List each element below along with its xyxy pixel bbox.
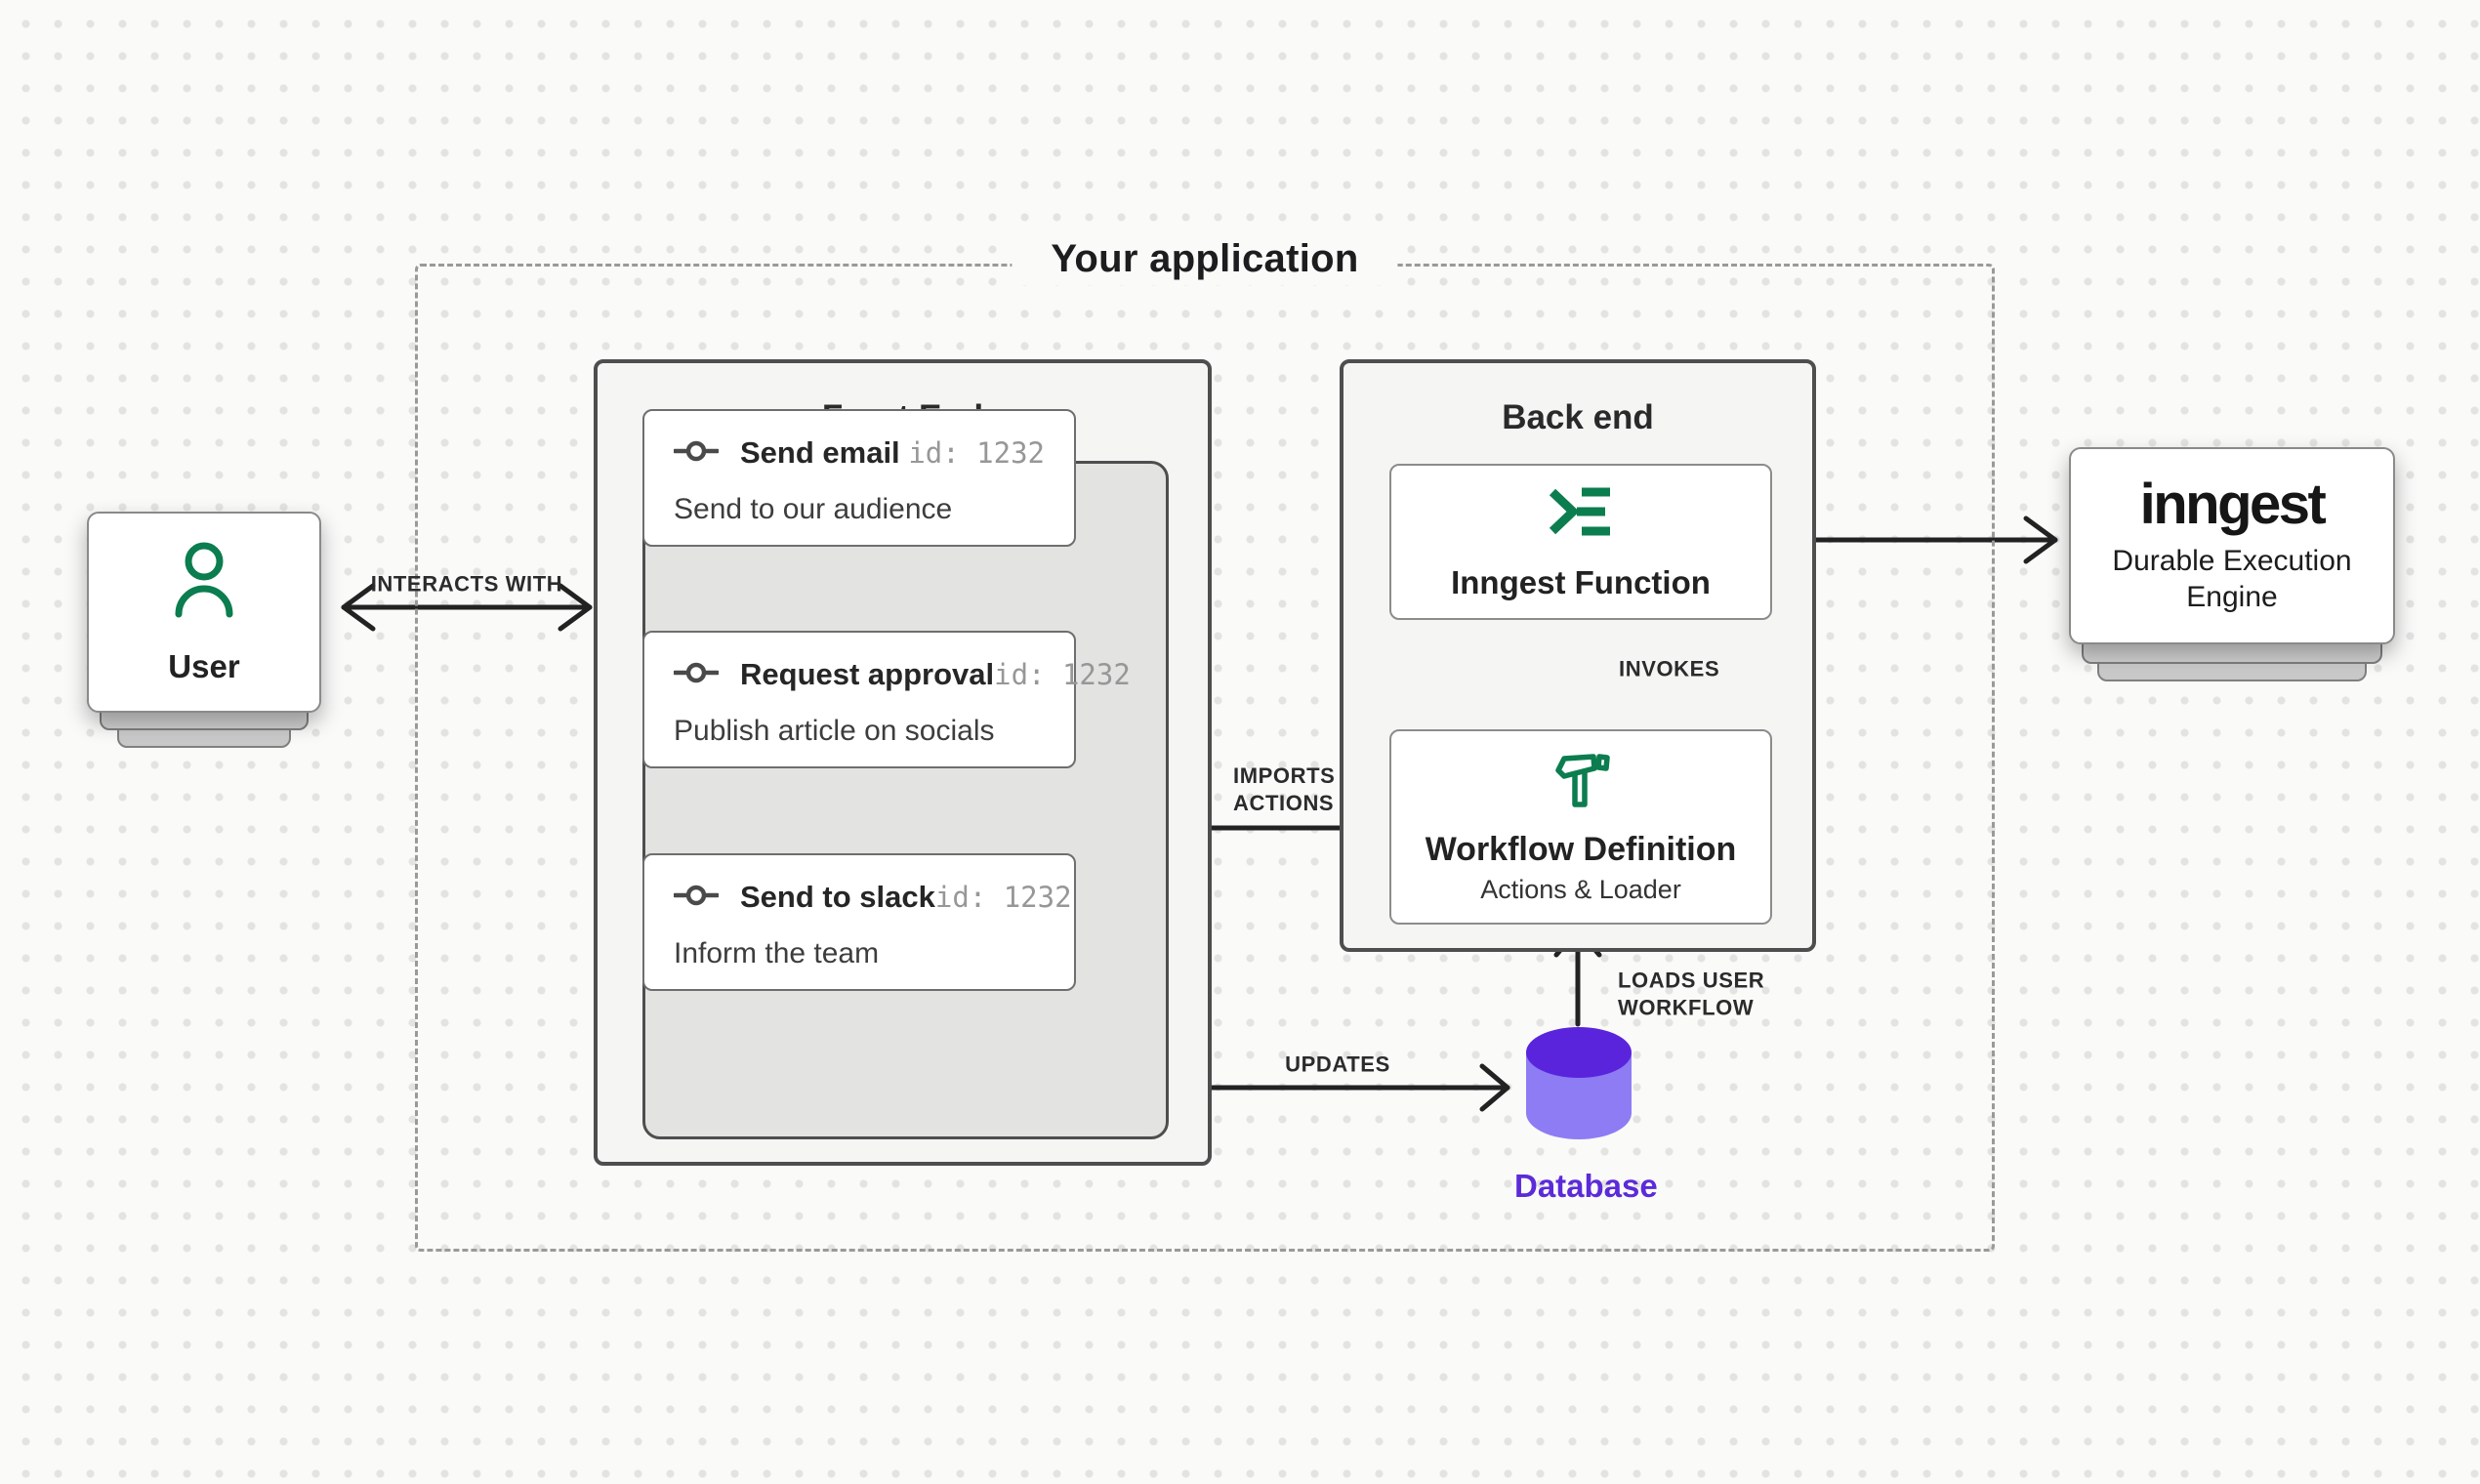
database-cylinder-icon xyxy=(1525,1026,1633,1146)
backend-title: Back end xyxy=(1502,398,1654,436)
inngest-card: inngest Durable Execution Engine xyxy=(2069,447,2395,644)
frontend-box: Front End Send email id: 1232 Send to ou… xyxy=(594,359,1212,1166)
loads-user-workflow-label: LOADS USER WORKFLOW xyxy=(1618,968,1765,1020)
commit-icon xyxy=(672,885,721,911)
workflow-definition-title: Workflow Definition xyxy=(1425,830,1737,868)
workflow-card-request-approval: Request approval id: 1232 Publish articl… xyxy=(642,631,1131,768)
workflow-definition-subtitle: Actions & Loader xyxy=(1480,874,1681,904)
workflow-card-title: Request approval xyxy=(740,657,995,691)
database-node: Database xyxy=(1514,1026,1658,1205)
database-label: Database xyxy=(1514,1168,1658,1204)
terminal-list-icon xyxy=(1547,483,1615,545)
workflow-card-send-email: Send email id: 1232 Send to our audience xyxy=(642,409,1076,547)
workflow-card-description: Inform the team xyxy=(674,937,880,969)
user-label: User xyxy=(168,647,240,684)
your-application-title: Your application xyxy=(1012,233,1398,285)
inngest-function-card: Inngest Function xyxy=(1389,464,1772,620)
user-card: User xyxy=(87,512,321,713)
workflow-card-description: Publish article on socials xyxy=(674,715,995,747)
commit-icon xyxy=(672,662,721,688)
workflow-card-id: id: 1232 xyxy=(994,658,1131,691)
imports-actions-label: IMPORTS ACTIONS xyxy=(1233,763,1336,815)
workflow-card-title: Send email xyxy=(740,435,900,470)
backend-box: Back end Inngest Function xyxy=(1340,359,1816,952)
inngest-engine-node: inngest Durable Execution Engine xyxy=(2069,447,2395,683)
workflow-card-description: Send to our audience xyxy=(674,493,953,525)
workflow-card-send-to-slack: Send to slack id: 1232 Inform the team xyxy=(642,853,1076,991)
user-node: User xyxy=(87,512,321,751)
interacts-with-label: INTERACTS WITH xyxy=(370,571,563,597)
inngest-function-label: Inngest Function xyxy=(1451,563,1711,600)
workflow-card-title: Send to slack xyxy=(740,880,935,914)
workflow-card-id: id: 1232 xyxy=(908,436,1045,470)
workflow-card-id: id: 1232 xyxy=(934,881,1072,914)
user-icon xyxy=(169,540,239,625)
updates-label: UPDATES xyxy=(1285,1051,1390,1077)
your-application-container: Your application xyxy=(415,233,1995,1252)
invokes-label: INVOKES xyxy=(1619,656,1720,681)
inngest-logo: inngest xyxy=(2139,472,2327,536)
workflow-definition-card: Workflow Definition Actions & Loader xyxy=(1389,729,1772,925)
inngest-subtitle: Durable Execution Engine xyxy=(2112,544,2352,614)
hammer-icon xyxy=(1550,750,1611,817)
commit-icon xyxy=(672,440,721,467)
workflow-container xyxy=(642,461,1169,1139)
